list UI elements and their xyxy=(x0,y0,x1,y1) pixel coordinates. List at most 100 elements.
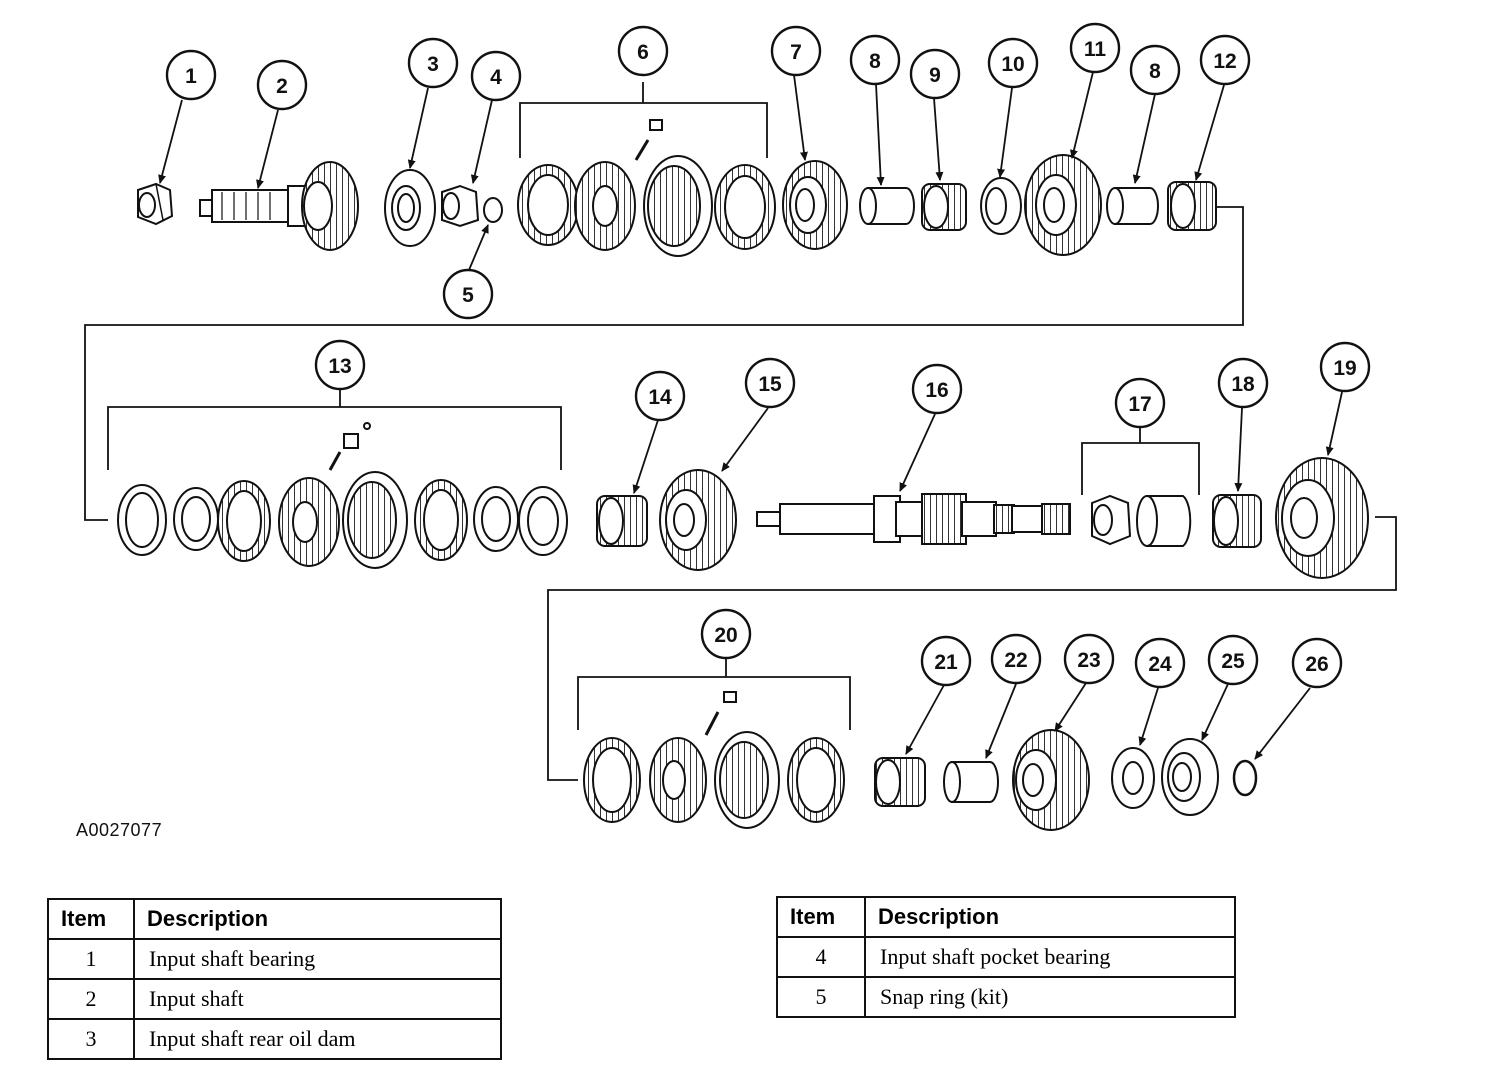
svg-text:1: 1 xyxy=(185,65,197,88)
header-item: Item xyxy=(47,898,135,940)
part-synchronizer-assembly-20 xyxy=(583,691,845,829)
callout-16: 16 xyxy=(911,363,963,415)
svg-text:13: 13 xyxy=(328,355,351,378)
svg-text:5: 5 xyxy=(462,284,474,307)
callout-19: 19 xyxy=(1319,341,1371,393)
svg-text:16: 16 xyxy=(925,379,948,402)
item-number: 2 xyxy=(47,978,135,1020)
part-synchronizer-assembly-13 xyxy=(117,422,568,569)
part-bearing-17 xyxy=(1091,494,1192,547)
svg-text:10: 10 xyxy=(1001,53,1024,76)
svg-text:12: 12 xyxy=(1213,50,1236,73)
svg-text:17: 17 xyxy=(1128,393,1151,416)
part-sleeve-22 xyxy=(943,761,999,803)
svg-text:2: 2 xyxy=(276,75,288,98)
table-row: 2 Input shaft xyxy=(47,978,502,1020)
part-washer-24 xyxy=(1111,747,1155,809)
svg-text:9: 9 xyxy=(929,64,941,87)
callout-8b: 8 xyxy=(1129,44,1181,96)
part-gear-23 xyxy=(1012,729,1090,831)
callout-25: 25 xyxy=(1207,634,1259,686)
svg-text:15: 15 xyxy=(758,373,782,396)
callout-20: 20 xyxy=(700,608,752,660)
item-description: Input shaft pocket bearing xyxy=(864,936,1236,978)
table-row: 1 Input shaft bearing xyxy=(47,938,502,980)
svg-text:18: 18 xyxy=(1231,373,1255,396)
part-gear-7 xyxy=(782,160,848,250)
svg-text:6: 6 xyxy=(637,41,649,64)
part-snap-ring-26 xyxy=(1232,759,1258,797)
callout-8a: 8 xyxy=(849,34,901,86)
item-number: 5 xyxy=(776,976,866,1018)
svg-text:23: 23 xyxy=(1077,649,1100,672)
svg-text:4: 4 xyxy=(490,66,502,89)
svg-text:8: 8 xyxy=(869,50,881,73)
callout-13: 13 xyxy=(314,339,366,391)
svg-text:19: 19 xyxy=(1333,357,1356,380)
item-number: 4 xyxy=(776,936,866,978)
svg-text:24: 24 xyxy=(1148,653,1172,676)
part-snap-ring xyxy=(483,197,503,223)
svg-text:20: 20 xyxy=(714,624,737,647)
callout-1: 1 xyxy=(165,49,217,101)
svg-text:8: 8 xyxy=(1149,60,1161,83)
svg-text:11: 11 xyxy=(1084,38,1107,61)
parts-table-right: Item Description 4 Input shaft pocket be… xyxy=(776,896,1236,1018)
assembly-connector-lines xyxy=(84,206,1397,781)
callout-10: 10 xyxy=(987,37,1039,89)
figure-id: A0027077 xyxy=(76,820,163,840)
header-item: Item xyxy=(776,896,866,938)
parts-table-left: Item Description 1 Input shaft bearing 2… xyxy=(47,898,502,1060)
callout-6: 6 xyxy=(617,25,669,77)
table-row: 3 Input shaft rear oil dam xyxy=(47,1018,502,1060)
table-header-row: Item Description xyxy=(776,896,1236,938)
svg-text:3: 3 xyxy=(427,53,439,76)
table-header-row: Item Description xyxy=(47,898,502,940)
header-description: Description xyxy=(133,898,502,940)
svg-text:22: 22 xyxy=(1004,649,1027,672)
header-description: Description xyxy=(864,896,1236,938)
callout-7: 7 xyxy=(770,25,822,77)
svg-text:21: 21 xyxy=(934,651,958,674)
part-sleeve-8b xyxy=(1106,187,1159,225)
part-synchronizer-assembly-6 xyxy=(517,119,776,257)
leader-arrows xyxy=(158,71,1343,760)
item-description: Input shaft bearing xyxy=(133,938,502,980)
callout-21: 21 xyxy=(920,635,972,687)
item-description: Input shaft rear oil dam xyxy=(133,1018,502,1060)
part-gear-19 xyxy=(1275,457,1369,579)
callout-22: 22 xyxy=(990,633,1042,685)
part-gear-15 xyxy=(659,469,737,571)
svg-text:26: 26 xyxy=(1305,653,1328,676)
part-needle-bearing-12 xyxy=(1167,181,1217,231)
part-needle-bearing-21 xyxy=(874,757,926,807)
callout-26: 26 xyxy=(1291,637,1343,689)
callout-24: 24 xyxy=(1134,637,1186,689)
callout-23: 23 xyxy=(1063,633,1115,685)
table-row: 4 Input shaft pocket bearing xyxy=(776,936,1236,978)
item-description: Snap ring (kit) xyxy=(864,976,1236,1018)
svg-text:7: 7 xyxy=(790,41,802,64)
part-needle-bearing-14 xyxy=(596,495,648,547)
callout-12: 12 xyxy=(1199,34,1251,86)
group-brackets xyxy=(107,82,1200,730)
callout-11: 11 xyxy=(1069,22,1121,74)
callout-3: 3 xyxy=(407,37,459,89)
callout-2: 2 xyxy=(256,59,308,111)
part-ring-10 xyxy=(980,177,1022,235)
item-number: 3 xyxy=(47,1018,135,1060)
part-needle-bearing-9 xyxy=(921,183,967,231)
table-row: 5 Snap ring (kit) xyxy=(776,976,1236,1018)
callout-4: 4 xyxy=(470,50,522,102)
callout-9: 9 xyxy=(909,48,961,100)
part-input-shaft-bearing xyxy=(137,182,174,226)
part-pocket-bearing xyxy=(441,184,480,228)
callout-15: 15 xyxy=(744,357,796,409)
item-number: 1 xyxy=(47,938,135,980)
svg-text:14: 14 xyxy=(648,386,672,409)
part-input-shaft xyxy=(199,161,359,251)
part-sleeve-8a xyxy=(859,187,915,225)
callout-14: 14 xyxy=(634,370,686,422)
part-bearing-25 xyxy=(1161,738,1219,816)
callout-18: 18 xyxy=(1217,357,1269,409)
